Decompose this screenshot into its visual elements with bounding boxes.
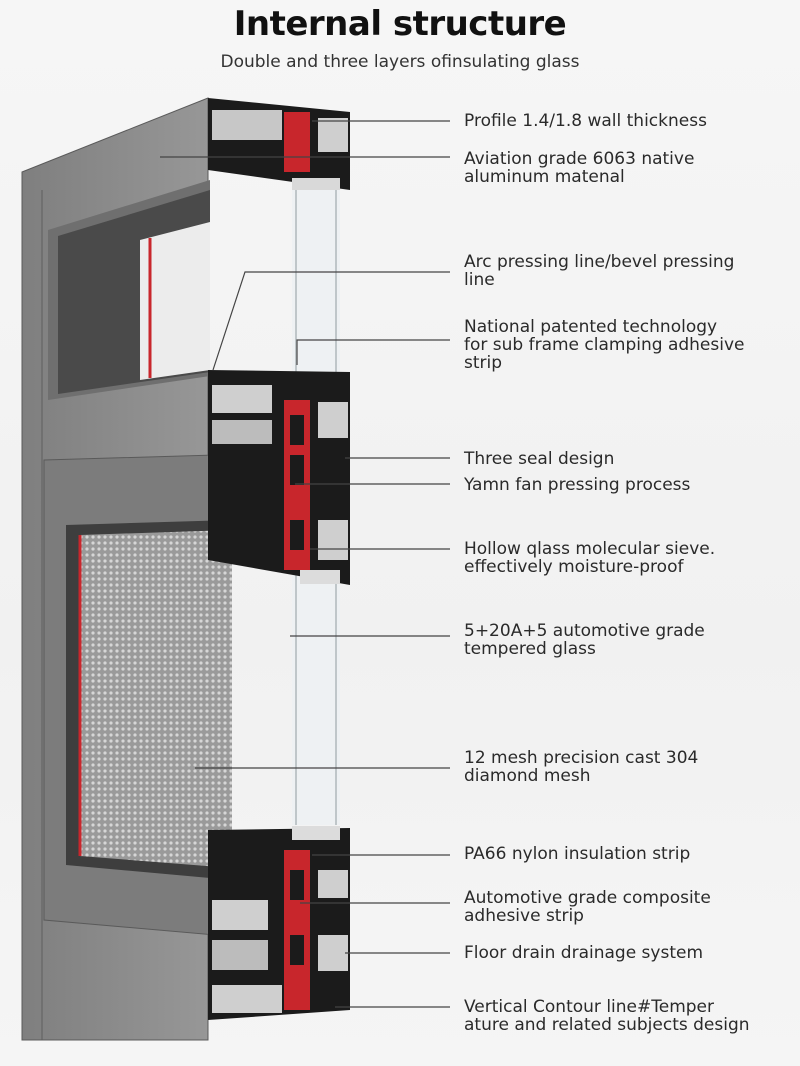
callout-diamond-mesh: 12 mesh precision cast 304 diamond mesh xyxy=(464,748,699,786)
callout-profile-wall-thickness: Profile 1.4/1.8 wall thickness xyxy=(464,111,707,131)
callout-floor-drain: Floor drain drainage system xyxy=(464,943,704,963)
page-subtitle: Double and three layers ofinsulating gla… xyxy=(220,52,580,72)
callout-aviation-aluminum: Aviation grade 6063 native aluminum mate… xyxy=(464,149,695,187)
middle-profile xyxy=(208,370,350,585)
leader-3 xyxy=(212,271,450,371)
callout-vertical-contour: Vertical Contour line#Temper ature and r… xyxy=(464,997,750,1035)
callout-sub-frame-clamping: National patented technology for sub fra… xyxy=(464,317,745,373)
leader-4 xyxy=(296,339,450,365)
diamond-mesh xyxy=(80,530,232,868)
leader-lines xyxy=(160,120,450,1008)
top-profile xyxy=(208,98,350,190)
page-title: Internal structure xyxy=(233,4,567,44)
callout-arc-pressing-line: Arc pressing line/bevel pressing line xyxy=(464,252,735,290)
callout-fan-pressing-process: Yamn fan pressing process xyxy=(464,475,691,495)
callout-molecular-sieve: Hollow qlass molecular sieve. effectivel… xyxy=(464,539,716,577)
callout-tempered-glass: 5+20A+5 automotive grade tempered glass xyxy=(464,621,705,659)
callout-three-seal-design: Three seal design xyxy=(464,449,615,469)
callout-composite-adhesive-strip: Automotive grade composite adhesive stri… xyxy=(464,888,711,926)
callout-nylon-insulation-strip: PA66 nylon insulation strip xyxy=(464,844,691,864)
bottom-profile xyxy=(208,826,350,1020)
